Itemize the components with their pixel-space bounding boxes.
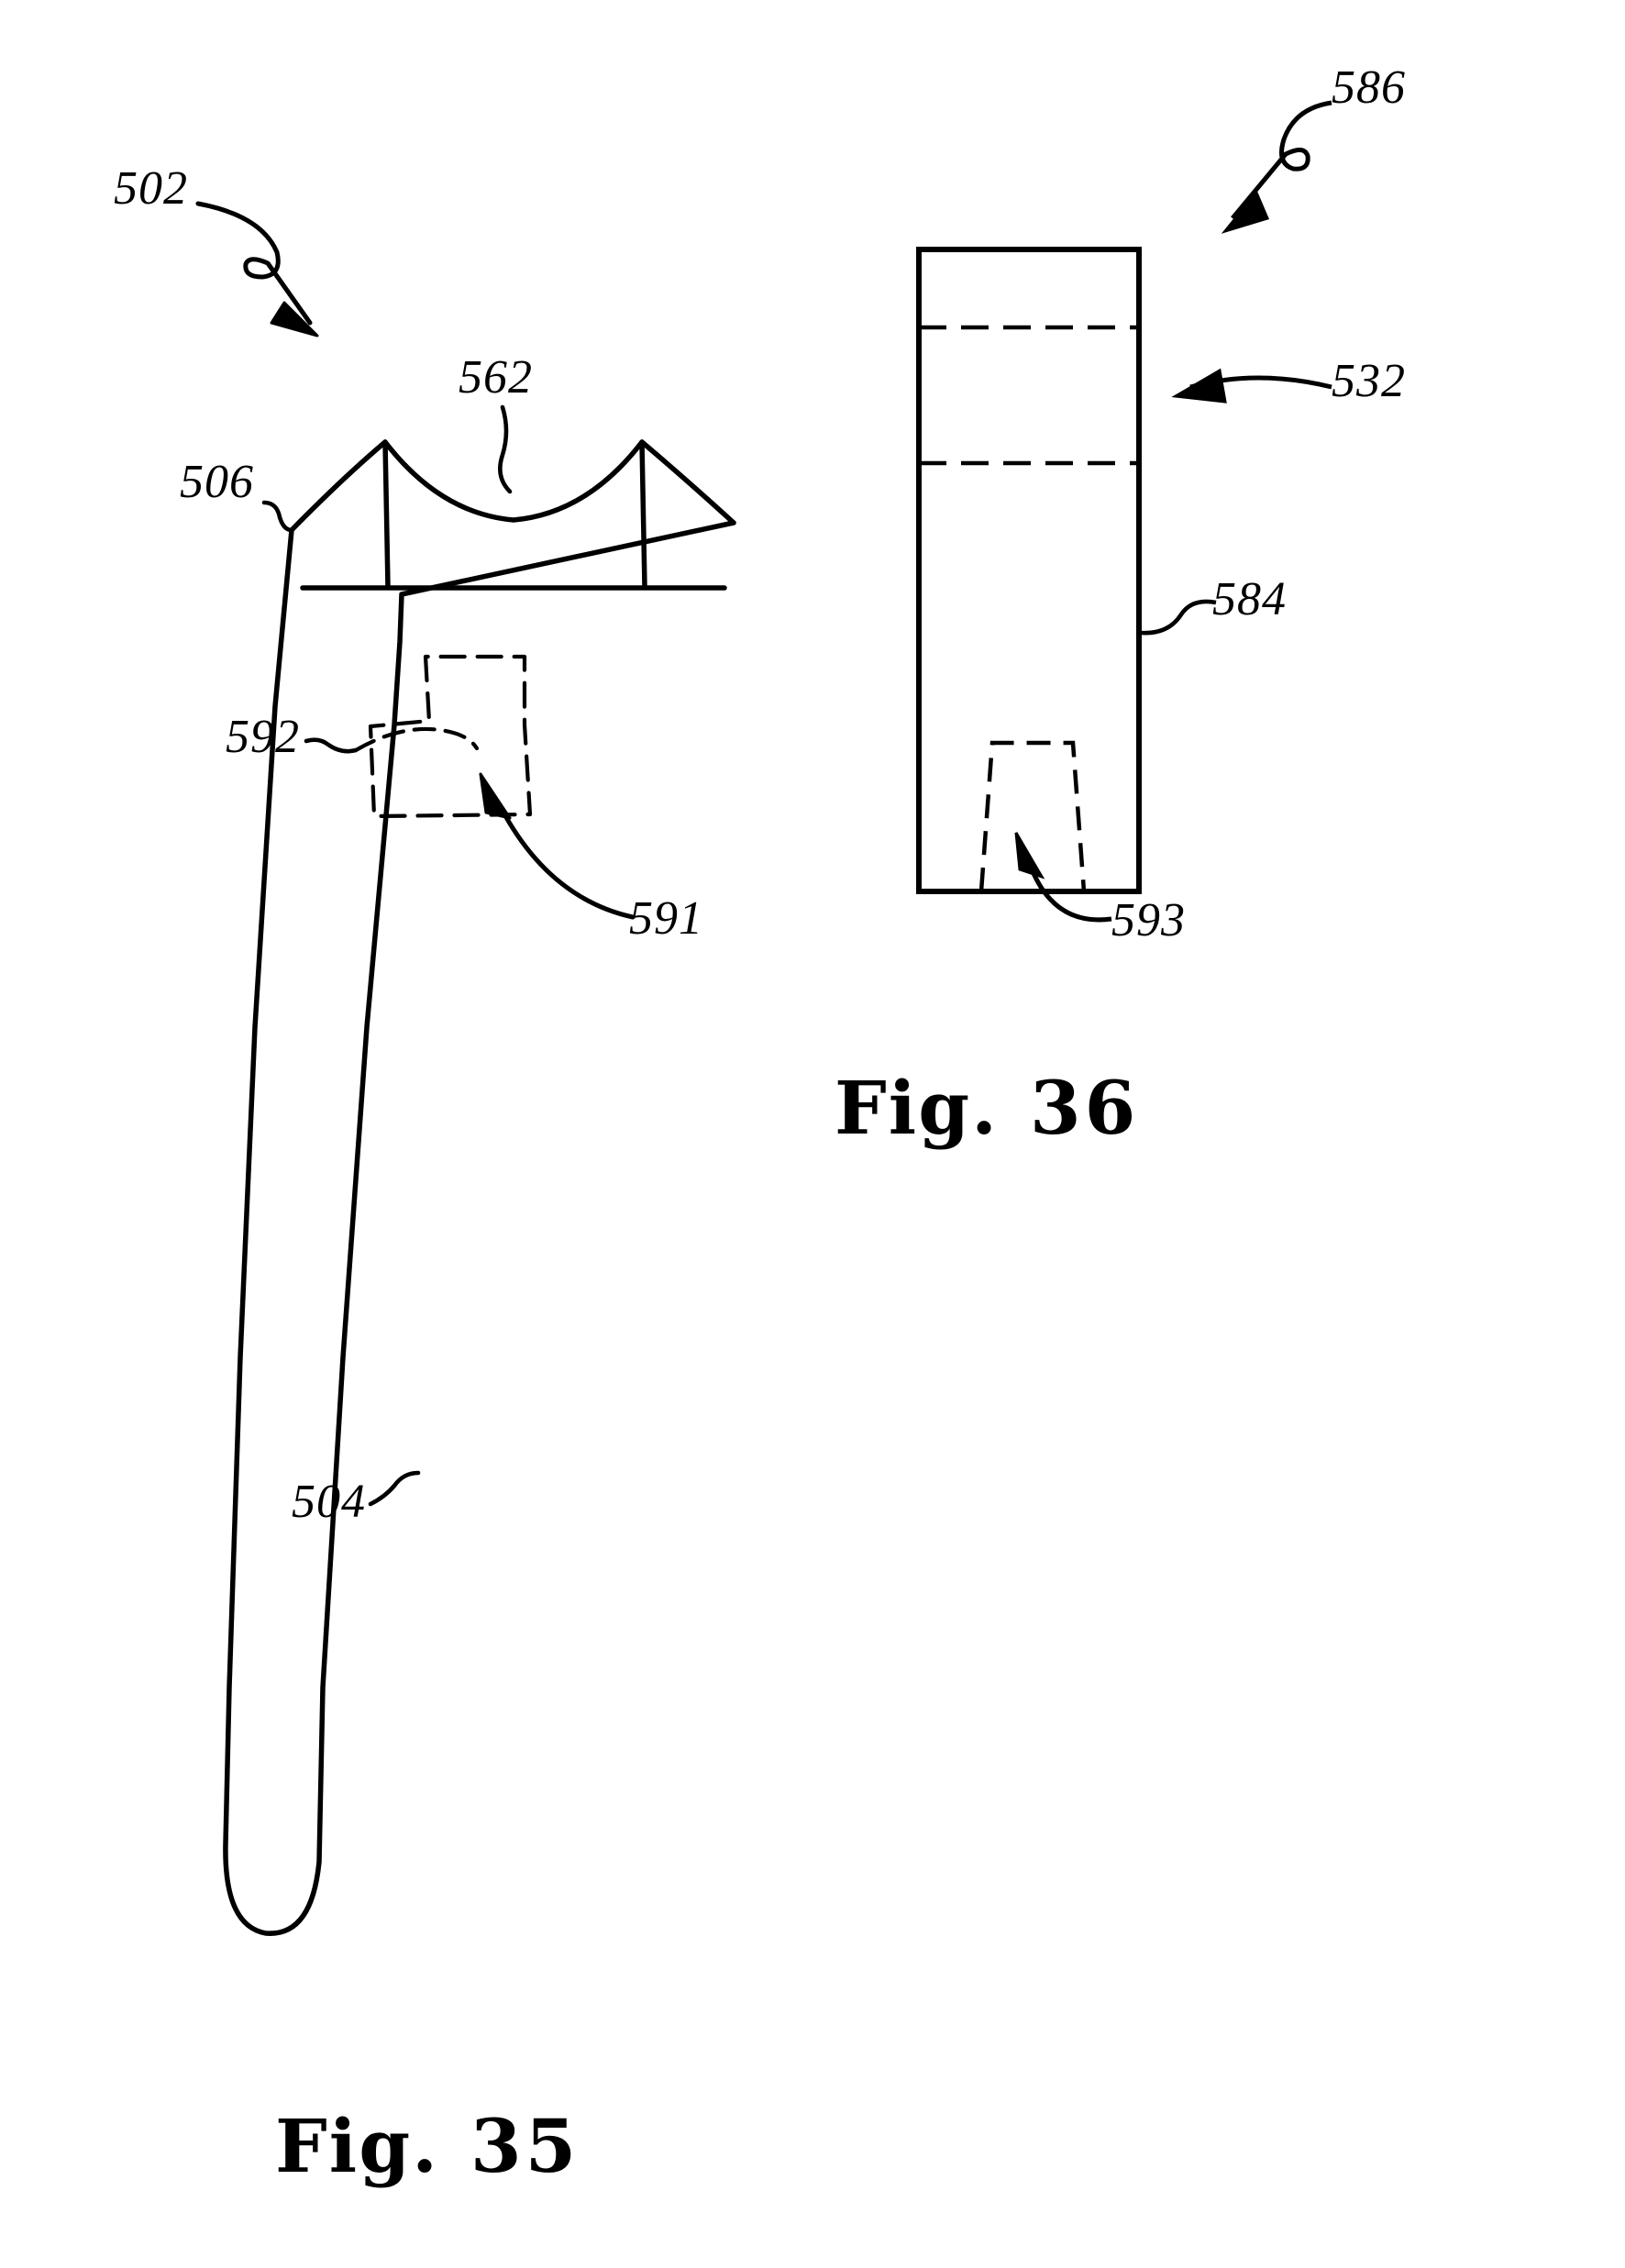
peak-drop-lines xyxy=(382,439,647,590)
leader-506 xyxy=(261,500,294,533)
arrowhead-532 xyxy=(1171,368,1227,404)
figure-caption-36-number: 36 xyxy=(1029,1065,1140,1151)
reference-numeral-593: 593 xyxy=(1111,894,1186,946)
figure-caption-36-word: Fig. xyxy=(835,1065,999,1151)
scalloped-top-surface xyxy=(289,439,736,533)
leader-504 xyxy=(368,1470,421,1507)
figure-caption-35-word: Fig. xyxy=(275,2103,439,2189)
keel-recess-dashed-593 xyxy=(978,740,1087,892)
leader-593 xyxy=(1030,870,1112,923)
leader-562 xyxy=(498,404,513,494)
figure-caption-36: Fig.36 xyxy=(835,1071,1139,1145)
leader-592-tick xyxy=(353,726,480,753)
reference-numeral-586: 586 xyxy=(1332,61,1406,114)
reference-numeral-592: 592 xyxy=(226,711,300,763)
trial-block-outline xyxy=(916,247,1142,894)
arrowhead-591 xyxy=(479,772,512,820)
leader-592 xyxy=(304,737,359,754)
reference-numeral-504: 504 xyxy=(292,1476,366,1528)
leader-591 xyxy=(500,808,636,920)
fig-35-geometry xyxy=(195,201,736,1936)
figure-caption-35-number: 35 xyxy=(470,2103,580,2189)
keel-outline-dashed xyxy=(368,654,533,819)
figure-caption-35: Fig.35 xyxy=(275,2109,580,2183)
reference-numeral-506: 506 xyxy=(180,456,254,508)
arrowhead-586 xyxy=(1221,190,1270,234)
trial-block-dashed-bands xyxy=(919,325,1139,466)
implant-outer-profile xyxy=(223,520,736,1936)
leader-586 xyxy=(1231,100,1332,220)
reference-numeral-532: 532 xyxy=(1332,355,1406,407)
arrowhead-593 xyxy=(1014,832,1045,880)
reference-numeral-562: 562 xyxy=(459,351,533,404)
reference-numeral-584: 584 xyxy=(1212,573,1287,625)
reference-numeral-591: 591 xyxy=(629,892,703,945)
reference-numeral-502: 502 xyxy=(114,162,188,215)
fig-36-geometry xyxy=(916,100,1332,923)
arrowhead-502 xyxy=(270,301,319,337)
leader-584 xyxy=(1140,599,1217,636)
leader-502 xyxy=(195,201,313,326)
